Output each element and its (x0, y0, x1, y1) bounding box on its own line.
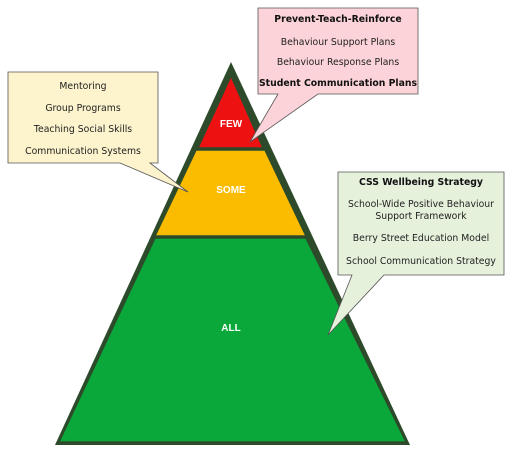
callout-tier3-item: Prevent-Teach-Reinforce (274, 14, 401, 25)
pyramid-tier-some (153, 149, 308, 237)
callout-tier3-item: Student Communication Plans (259, 78, 418, 89)
tier-label-some: SOME (216, 185, 246, 196)
callout-tier1-item: Berry Street Education Model (353, 233, 489, 244)
callout-tier1-item: School Communication Strategy (346, 256, 496, 267)
callout-tier1-box (327, 171, 505, 336)
callout-tier2-item: Communication Systems (25, 146, 141, 157)
callout-tier3-item: Behaviour Support Plans (281, 37, 396, 48)
callout-tier1-item: School-Wide Positive Behaviour (348, 199, 494, 210)
tier-label-all: ALL (221, 323, 240, 334)
tier-label-few: FEW (220, 119, 243, 130)
callout-tier1-item: Support Framework (375, 211, 467, 222)
pyramid-tier-few (196, 74, 265, 149)
callout-tier3-box (249, 7, 419, 143)
callout-tier2-item: Teaching Social Skills (33, 124, 132, 135)
callout-tier2-item: Group Programs (45, 103, 120, 114)
callout-tier2-item: Mentoring (59, 81, 106, 92)
callout-tier2-box (7, 71, 189, 193)
callout-tier3-item: Behaviour Response Plans (277, 57, 400, 68)
callout-tier1-item: CSS Wellbeing Strategy (359, 177, 483, 188)
pyramid-tier-all (57, 237, 408, 443)
